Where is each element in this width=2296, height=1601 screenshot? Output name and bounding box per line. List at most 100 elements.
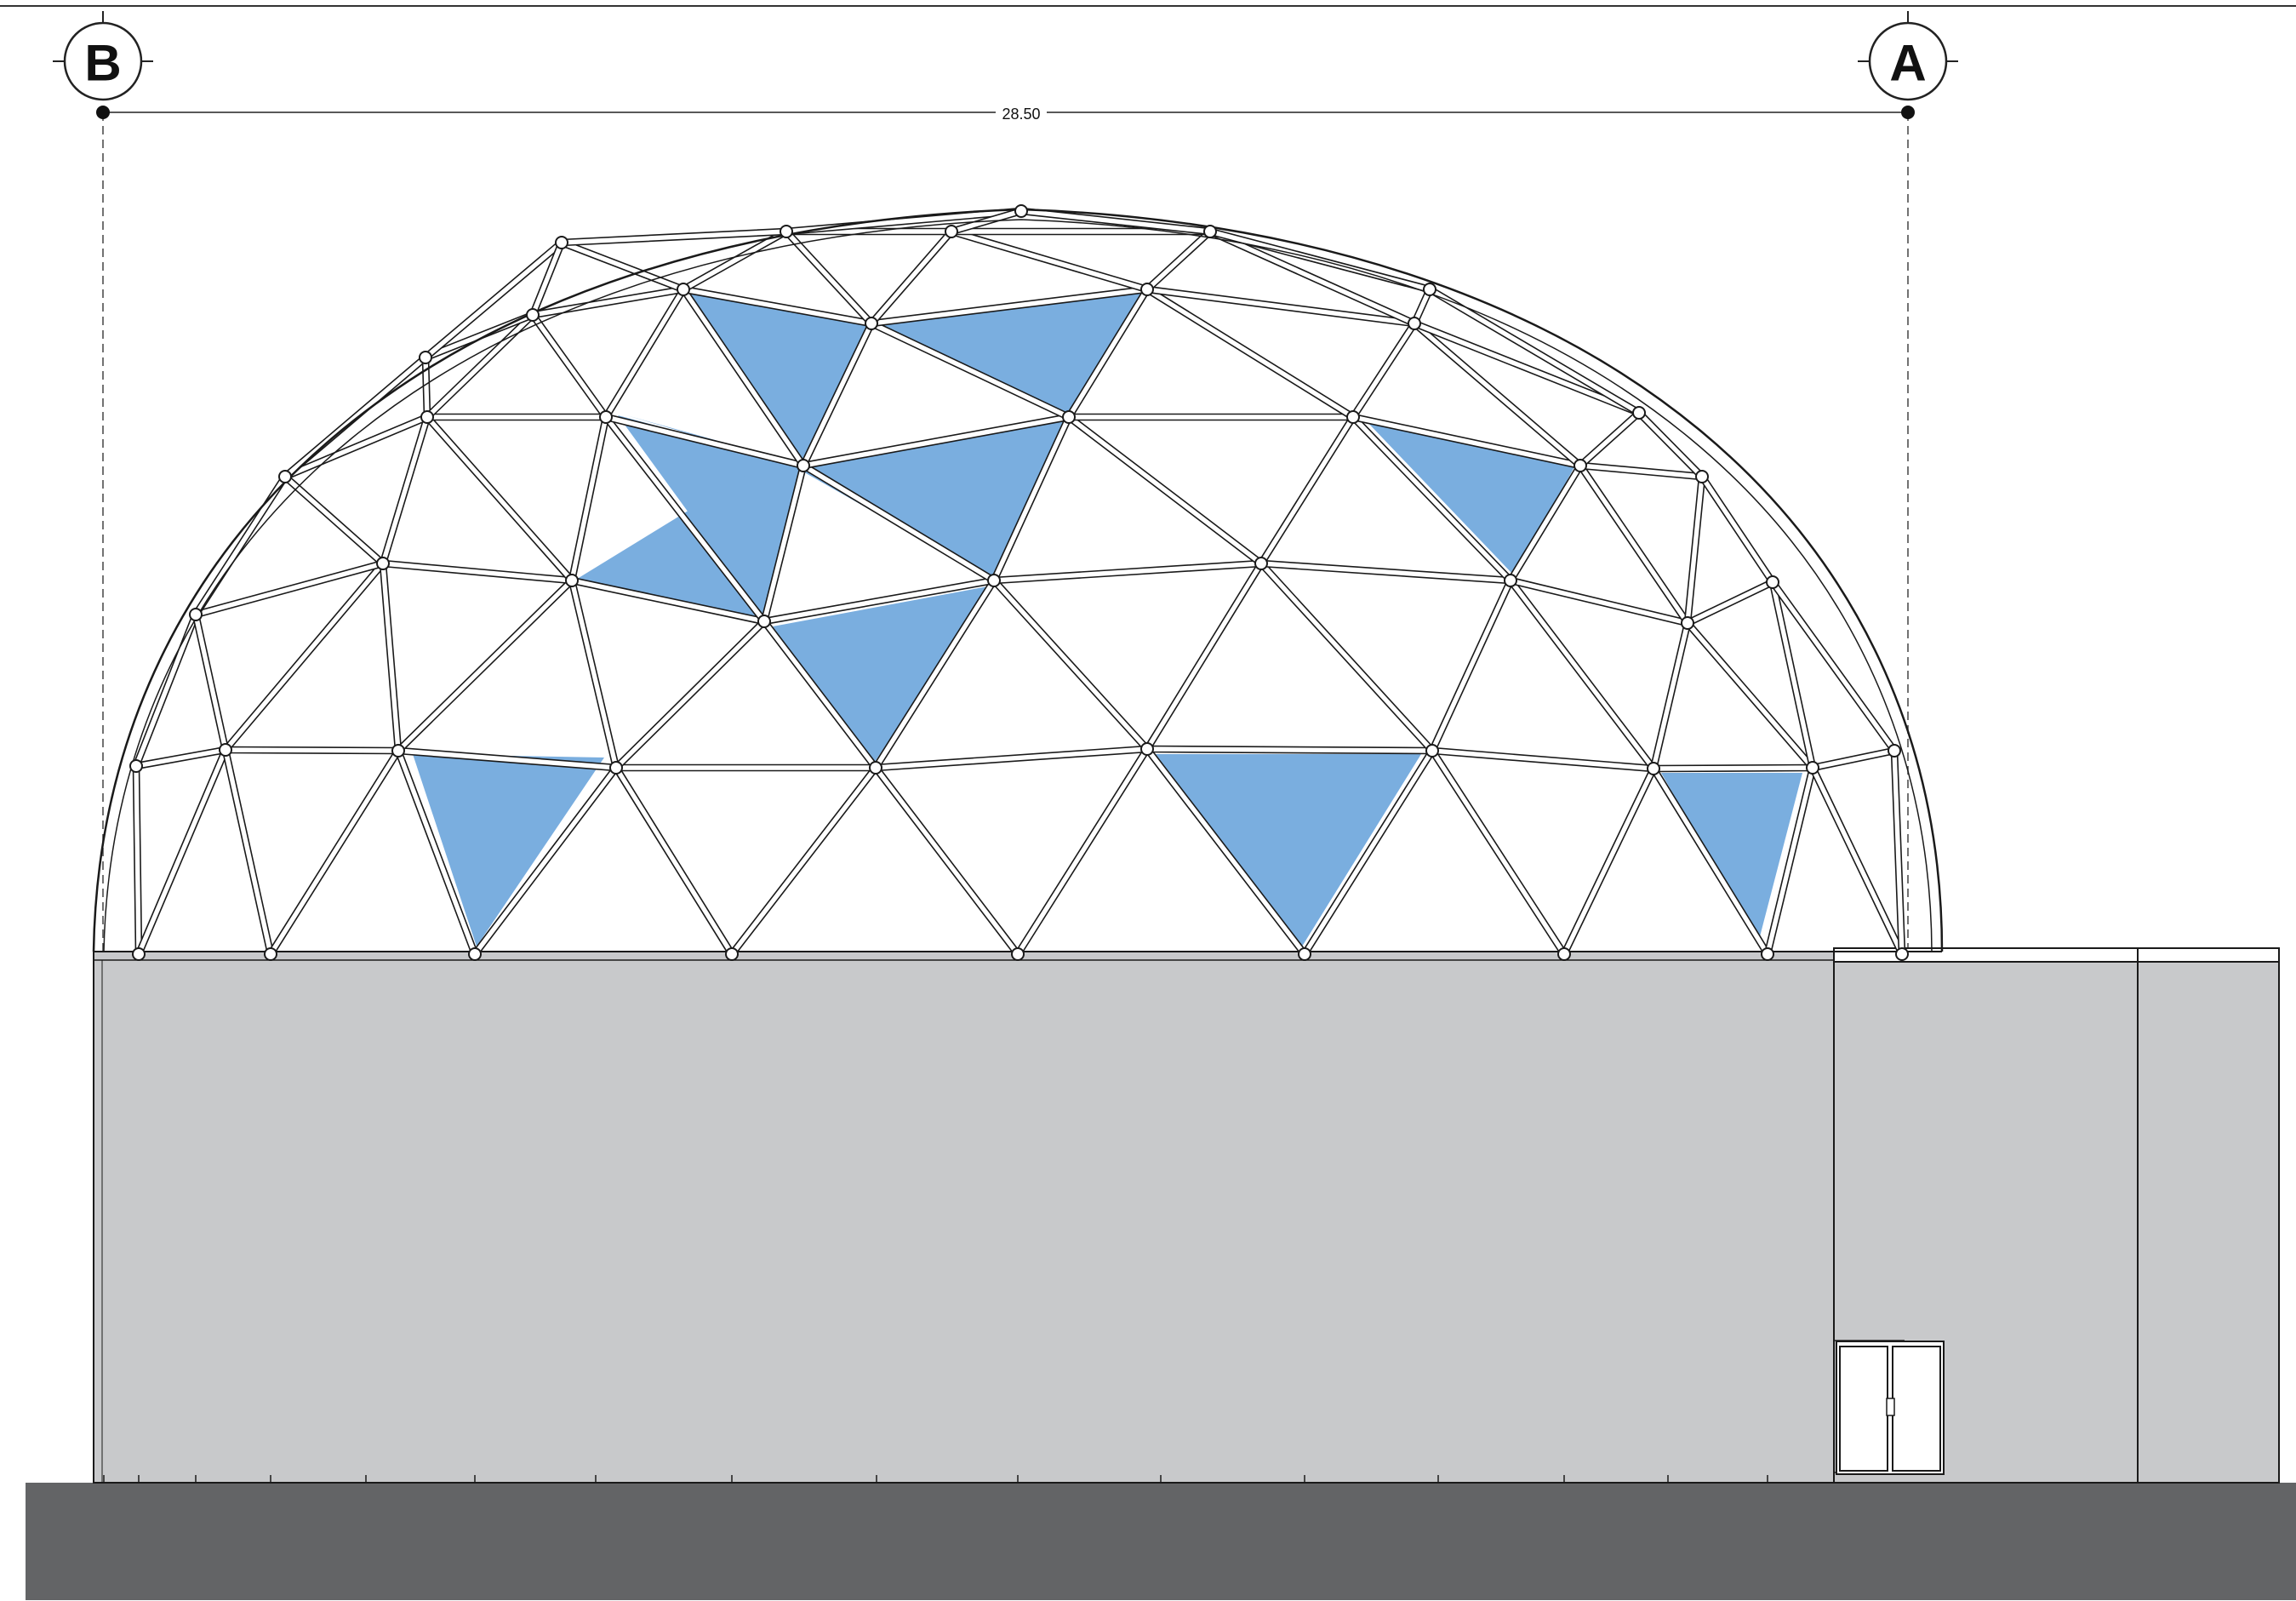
hub: [1574, 459, 1587, 472]
strut: [134, 747, 230, 957]
hub: [1761, 947, 1774, 961]
strut: [1258, 560, 1436, 754]
dimension-value: 28.50: [1002, 106, 1040, 123]
hub: [555, 236, 568, 249]
hub: [1504, 574, 1517, 587]
hub: [1140, 283, 1154, 296]
strut: [225, 746, 399, 755]
ground-band: [26, 1483, 2296, 1600]
strut: [1579, 461, 1704, 481]
hub: [1346, 410, 1360, 424]
strut: [568, 415, 610, 582]
strut: [1068, 413, 1354, 421]
strut: [874, 745, 1149, 772]
hub: [1254, 557, 1268, 570]
strut: [132, 765, 143, 955]
dimension-endpoint-a: [1901, 106, 1915, 119]
strut: [1811, 746, 1896, 772]
glass-panel: [1156, 754, 1421, 946]
strut: [1577, 409, 1642, 469]
strut: [613, 618, 768, 771]
hub: [1766, 575, 1779, 589]
hub: [1632, 406, 1646, 420]
hub: [391, 744, 405, 758]
strut: [950, 227, 1149, 294]
strut: [221, 748, 275, 956]
hub: [1014, 204, 1028, 218]
strut: [379, 415, 431, 566]
hub: [1408, 317, 1421, 330]
strut: [1428, 578, 1515, 753]
door-handle: [1886, 1398, 1895, 1416]
strut: [282, 473, 386, 567]
hub: [419, 351, 432, 364]
hub: [1647, 762, 1660, 775]
door-leaf-right: [1892, 1346, 1941, 1472]
strut: [531, 285, 685, 319]
strut: [1427, 285, 1642, 417]
strut: [1808, 765, 1906, 957]
hub: [1425, 744, 1439, 758]
hub: [945, 225, 958, 238]
hub: [780, 225, 793, 238]
hub: [865, 317, 878, 330]
door-leaf-left: [1839, 1346, 1888, 1472]
glass-panel: [413, 754, 604, 946]
glass-panel: [1661, 773, 1802, 943]
strut: [282, 354, 429, 480]
strut: [426, 413, 607, 421]
hub: [1557, 947, 1571, 961]
dome-glass-panels: [413, 289, 1802, 946]
hub: [468, 947, 482, 961]
hub: [526, 308, 540, 322]
hub: [1681, 616, 1694, 630]
strut: [1146, 745, 1433, 755]
strut: [1349, 320, 1419, 420]
strut: [1890, 750, 1906, 955]
glass-panel: [1364, 419, 1576, 576]
hub: [376, 557, 390, 570]
strut: [379, 562, 403, 752]
strut: [1683, 475, 1706, 625]
hub: [129, 759, 143, 773]
hub: [725, 947, 739, 961]
strut: [132, 612, 200, 769]
hub: [1888, 744, 1901, 758]
wall-base-ticks: [103, 1475, 1903, 1483]
hub: [264, 947, 277, 961]
strut: [1560, 766, 1658, 957]
hub: [1298, 947, 1311, 961]
strut: [1428, 747, 1568, 958]
gridline-b: B: [53, 11, 153, 1481]
annex-parapet: [1833, 947, 2280, 963]
strut: [1014, 746, 1151, 957]
strut: [1259, 559, 1512, 585]
hub: [1011, 947, 1025, 961]
strut: [1685, 578, 1775, 627]
hub: [189, 608, 203, 621]
main-wall: [93, 951, 1835, 1484]
gridline-b-label: B: [84, 35, 121, 92]
strut: [992, 559, 1263, 585]
entrance-door: [1836, 1341, 1945, 1475]
hub: [869, 761, 882, 775]
strut: [134, 746, 227, 770]
strut: [728, 764, 879, 958]
strut: [1145, 285, 1356, 421]
hub: [599, 410, 613, 424]
strut: [1065, 414, 1265, 567]
strut: [559, 238, 686, 294]
hub: [987, 574, 1001, 587]
glass-panel: [870, 289, 1149, 417]
gridline-a-label: A: [1889, 35, 1926, 92]
hub: [1695, 470, 1709, 483]
strut: [872, 764, 1021, 958]
dome-hubs: [129, 204, 1909, 961]
hub: [1062, 410, 1076, 424]
strut: [560, 227, 788, 247]
strut: [395, 577, 575, 754]
glass-panel: [574, 463, 766, 620]
glass-panel: [773, 586, 992, 764]
strut: [612, 765, 736, 957]
